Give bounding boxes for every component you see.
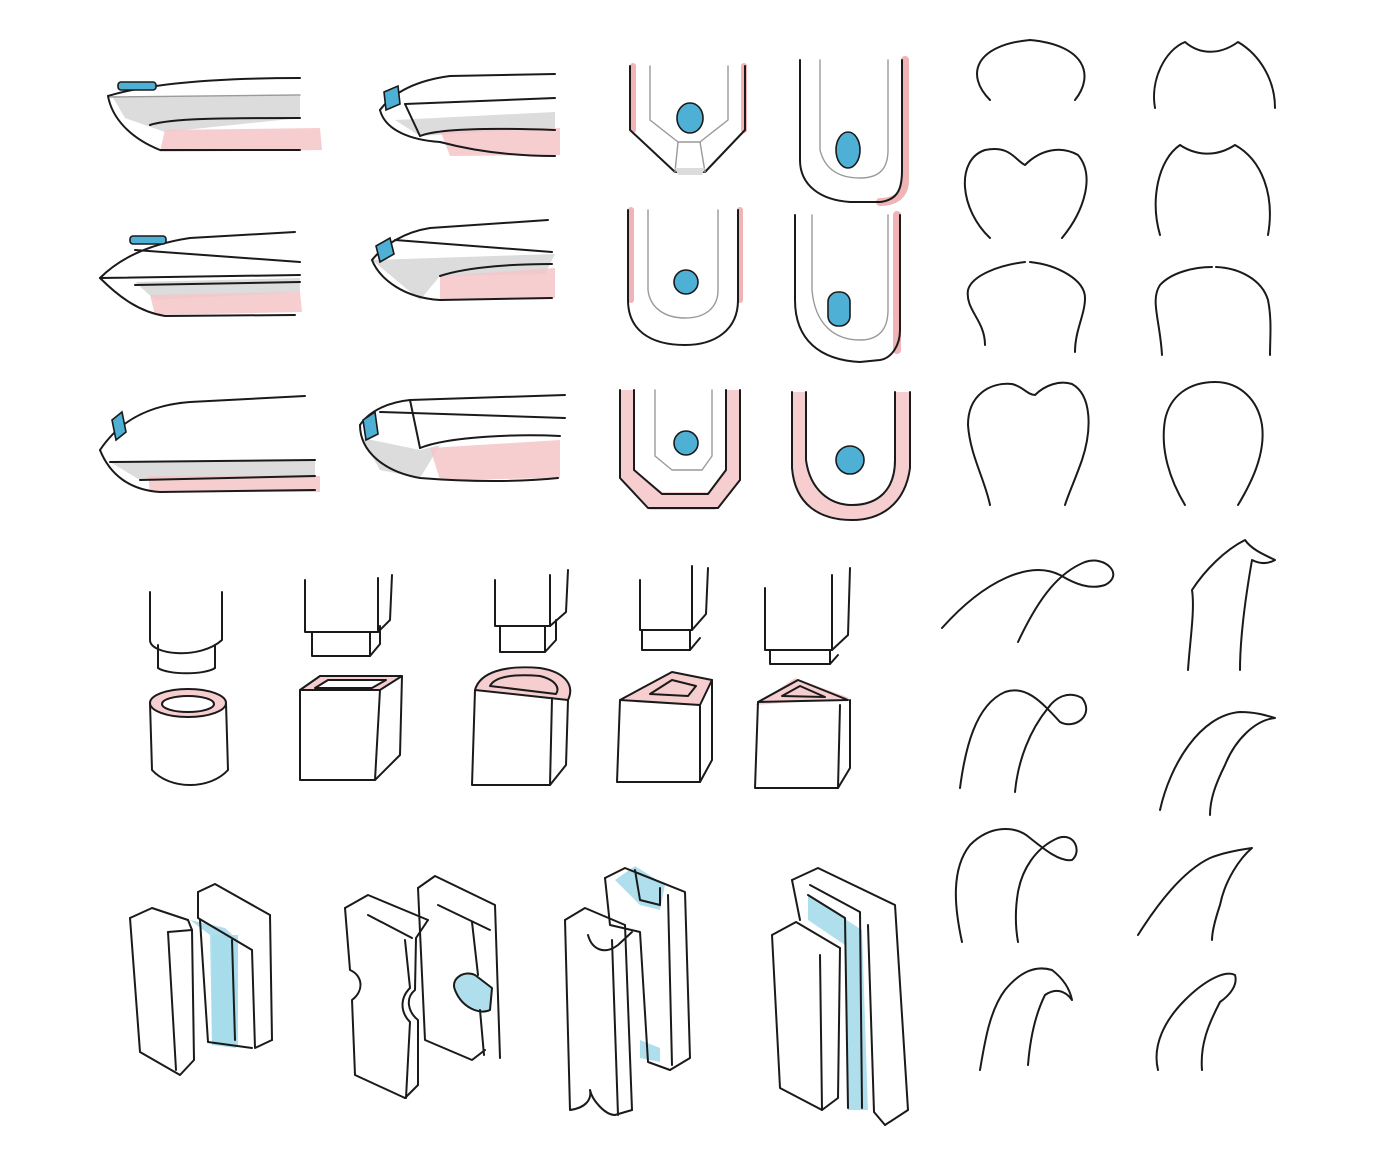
- cap-joint-group: [149, 565, 851, 789]
- side-profile-4: [371, 219, 555, 301]
- curve-study-6: [1137, 847, 1253, 941]
- top-view-3: [627, 207, 743, 346]
- curve-study-2: [1187, 539, 1276, 671]
- silhouette-group: [964, 39, 1276, 506]
- cap-joint-3: [471, 569, 572, 786]
- silhouette-5: [966, 261, 1086, 353]
- curve-study-3: [959, 689, 1088, 793]
- cap-joint-4: [616, 565, 713, 783]
- silhouette-2: [1153, 41, 1276, 109]
- side-profile-2: [379, 73, 560, 157]
- interlocking-block-4: [771, 867, 909, 1126]
- cap-joint-2: [299, 574, 403, 781]
- interlocking-block-2: [344, 875, 501, 1099]
- silhouette-7: [967, 381, 1090, 506]
- side-profile-group: [99, 73, 566, 493]
- top-view-6: [791, 391, 911, 521]
- curve-study-8: [1155, 972, 1237, 1071]
- silhouette-6: [1154, 266, 1272, 356]
- silhouette-1: [976, 39, 1086, 101]
- curve-study-4: [1159, 711, 1276, 816]
- interlocking-block-1: [129, 883, 273, 1076]
- top-view-1: [629, 63, 747, 175]
- silhouette-4: [1154, 144, 1271, 236]
- side-profile-3: [99, 231, 302, 317]
- side-profile-1: [107, 77, 322, 152]
- curve-study-1: [941, 559, 1115, 643]
- side-profile-6: [359, 394, 566, 482]
- interlocking-block-group: [129, 866, 909, 1126]
- curve-study-5: [954, 827, 1078, 943]
- top-view-5: [619, 389, 741, 510]
- top-view-2: [799, 56, 909, 206]
- curve-study-7: [979, 967, 1073, 1071]
- cap-joint-5: [754, 567, 851, 789]
- top-view-group: [619, 56, 911, 521]
- top-view-4: [794, 211, 901, 363]
- side-profile-5: [99, 395, 320, 493]
- interlocking-block-3: [564, 866, 691, 1116]
- cap-joint-1: [149, 591, 229, 786]
- silhouette-3: [964, 148, 1088, 239]
- curve-study-group: [941, 539, 1276, 1071]
- silhouette-8: [1162, 381, 1264, 506]
